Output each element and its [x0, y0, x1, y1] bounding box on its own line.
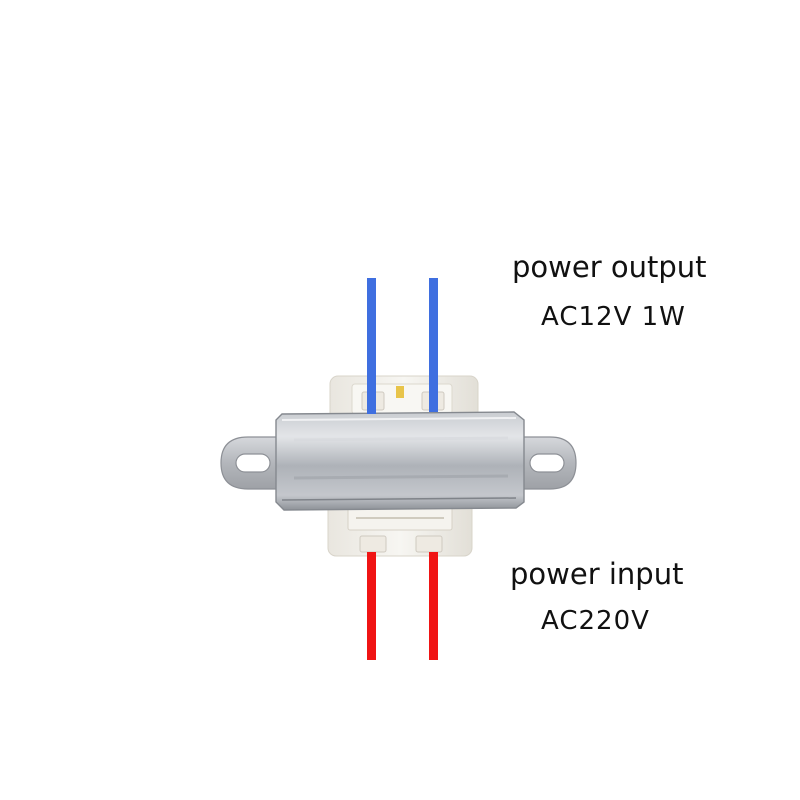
left-mounting-tab: [220, 436, 287, 490]
power-output-title: power output: [512, 250, 707, 284]
input-wires: [367, 552, 438, 660]
yellow-lead: [396, 386, 404, 398]
input-wire-right: [429, 552, 438, 660]
output-wires: [367, 278, 438, 414]
lower-bobbin: [327, 497, 473, 557]
output-wire-left: [367, 278, 376, 414]
power-input-title: power input: [510, 557, 684, 591]
power-output-spec: AC12V 1W: [541, 302, 686, 332]
input-wire-left: [367, 552, 376, 660]
right-mounting-tab: [513, 436, 577, 490]
metal-shell: [275, 411, 525, 511]
output-wire-right: [429, 278, 438, 412]
power-input-spec: AC220V: [541, 606, 650, 636]
